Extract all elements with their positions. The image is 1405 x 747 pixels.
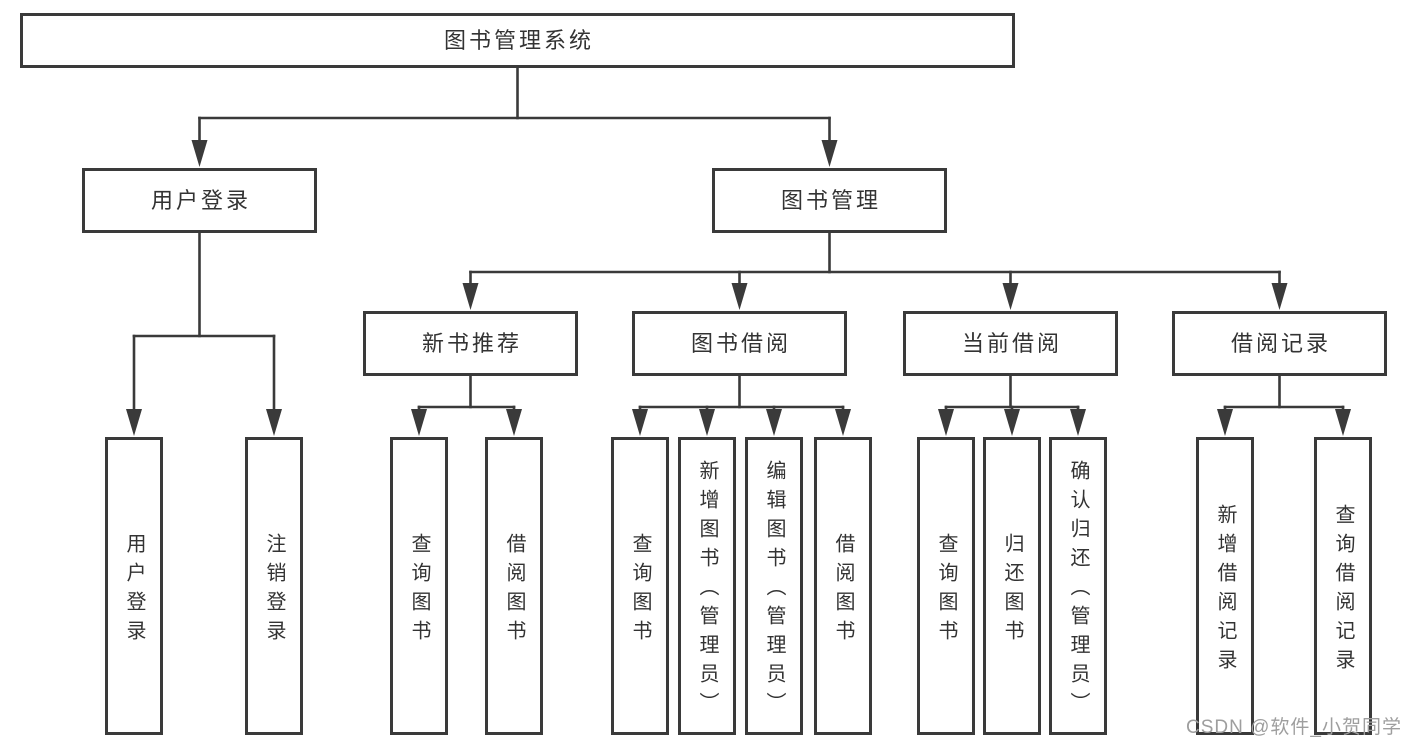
arrowhead	[821, 140, 838, 167]
leaf-label: 查询借阅记录	[1332, 503, 1354, 678]
leaf-label: 借阅图书	[503, 532, 525, 649]
arrowhead	[938, 409, 954, 436]
leaf-label: 新增图书（管理员）	[696, 460, 718, 721]
node-current-borrowing: 当前借阅	[903, 311, 1118, 376]
leaf-borrow-add-books-admin: 新增图书（管理员）	[678, 437, 736, 735]
arrowhead	[766, 409, 782, 436]
node-borrowing-records: 借阅记录	[1172, 311, 1387, 376]
leaf-borrow-borrow-books: 借阅图书	[814, 437, 872, 735]
leaf-label: 确认归还（管理员）	[1067, 460, 1089, 721]
arrowhead	[1335, 409, 1351, 436]
leaf-record-query-borrow-record: 查询借阅记录	[1314, 437, 1372, 735]
arrowhead	[699, 409, 715, 436]
connector-borrow-to-leaves	[632, 374, 851, 436]
leaf-borrow-edit-books-admin: 编辑图书（管理员）	[745, 437, 803, 735]
leaf-recommend-query-books: 查询图书	[390, 437, 448, 735]
leaf-label: 借阅图书	[832, 532, 854, 649]
leaf-recommend-borrow-books: 借阅图书	[485, 437, 543, 735]
connector-login-to-leaves	[126, 231, 282, 436]
connector-management-to-level2	[462, 231, 1288, 310]
arrowhead	[506, 409, 522, 436]
connector-root-to-level1	[191, 66, 838, 167]
leaf-current-query-books: 查询图书	[917, 437, 975, 735]
arrowhead	[1070, 409, 1086, 436]
leaf-record-add-borrow-record: 新增借阅记录	[1196, 437, 1254, 735]
arrowhead	[1217, 409, 1233, 436]
connector-record-to-leaves	[1217, 374, 1351, 436]
connector-current-to-leaves	[938, 374, 1086, 436]
leaf-label: 查询图书	[408, 532, 430, 649]
csdn-watermark: CSDN @软件_小贺同学	[1186, 717, 1402, 738]
node-book-borrowing: 图书借阅	[632, 311, 847, 376]
node-library-management-system: 图书管理系统	[20, 13, 1015, 68]
arrowhead	[411, 409, 427, 436]
arrowhead	[632, 409, 648, 436]
leaf-current-confirm-return-admin: 确认归还（管理员）	[1049, 437, 1107, 735]
leaf-label: 归还图书	[1001, 532, 1023, 649]
leaf-label: 注销登录	[263, 532, 285, 649]
node-user-login: 用户登录	[82, 168, 317, 233]
arrowhead	[1271, 283, 1288, 310]
connector-recommend-to-leaves	[411, 374, 522, 436]
leaf-label: 查询图书	[935, 532, 957, 649]
leaf-borrow-query-books: 查询图书	[611, 437, 669, 735]
leaf-label: 用户登录	[123, 532, 145, 649]
arrowhead	[126, 409, 142, 436]
node-new-book-recommendation: 新书推荐	[363, 311, 578, 376]
arrowhead	[462, 283, 479, 310]
leaf-logout: 注销登录	[245, 437, 303, 735]
leaf-label: 查询图书	[629, 532, 651, 649]
arrowhead	[266, 409, 282, 436]
arrowhead	[835, 409, 851, 436]
arrowhead	[1004, 409, 1020, 436]
arrowhead	[1002, 283, 1019, 310]
arrowhead	[731, 283, 748, 310]
node-book-management: 图书管理	[712, 168, 947, 233]
leaf-label: 新增借阅记录	[1214, 503, 1236, 678]
leaf-current-return-books: 归还图书	[983, 437, 1041, 735]
arrowhead	[191, 140, 208, 167]
leaf-label: 编辑图书（管理员）	[763, 460, 785, 721]
leaf-user-login: 用户登录	[105, 437, 163, 735]
